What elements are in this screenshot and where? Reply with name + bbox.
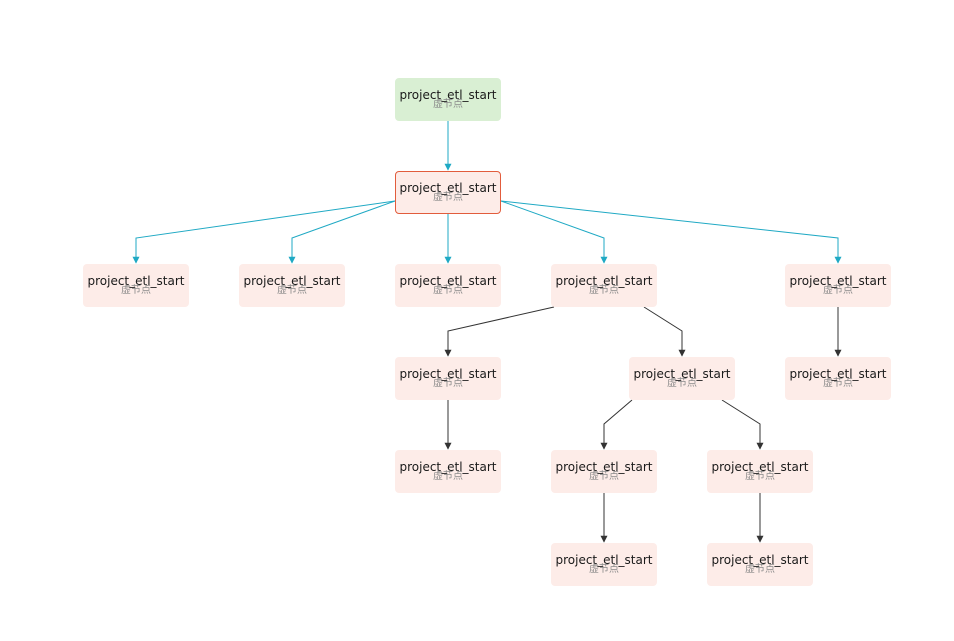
node-subtitle: 虚节点 <box>277 285 307 296</box>
node-title: project_etl_start <box>789 274 887 288</box>
node[interactable]: project_etl_start 虚节点 <box>395 450 501 493</box>
node[interactable]: project_etl_start 虚节点 <box>83 264 189 307</box>
node-title: project_etl_start <box>711 553 809 567</box>
node-title: project_etl_start <box>555 553 653 567</box>
node-title: project_etl_start <box>87 274 185 288</box>
node-subtitle: 虚节点 <box>433 192 463 203</box>
node-root[interactable]: project_etl_start 虚节点 <box>395 78 501 121</box>
node[interactable]: project_etl_start 虚节点 <box>707 543 813 586</box>
node-subtitle: 虚节点 <box>589 564 619 575</box>
node-subtitle: 虚节点 <box>667 378 697 389</box>
node-title: project_etl_start <box>711 460 809 474</box>
node-subtitle: 虚节点 <box>823 378 853 389</box>
node[interactable]: project_etl_start 虚节点 <box>785 264 891 307</box>
node[interactable]: project_etl_start 虚节点 <box>551 450 657 493</box>
node[interactable]: project_etl_start 虚节点 <box>785 357 891 400</box>
edge-n1-n2 <box>132 200 396 264</box>
node-subtitle: 虚节点 <box>121 285 151 296</box>
node-title: project_etl_start <box>555 460 653 474</box>
node-title: project_etl_start <box>243 274 341 288</box>
node-title: project_etl_start <box>399 460 497 474</box>
node[interactable]: project_etl_start 虚节点 <box>707 450 813 493</box>
edge-n8-n12 <box>721 399 764 450</box>
node[interactable]: project_etl_start 虚节点 <box>629 357 735 400</box>
edge-n1-n6 <box>500 200 842 264</box>
node[interactable]: project_etl_start 虚节点 <box>395 357 501 400</box>
node-subtitle: 虚节点 <box>823 285 853 296</box>
node[interactable]: project_etl_start 虚节点 <box>551 264 657 307</box>
node-subtitle: 虚节点 <box>589 285 619 296</box>
node-selected[interactable]: project_etl_start 虚节点 <box>395 171 501 214</box>
node-title: project_etl_start <box>555 274 653 288</box>
node-subtitle: 虚节点 <box>433 471 463 482</box>
node-subtitle: 虚节点 <box>433 285 463 296</box>
node-subtitle: 虚节点 <box>745 471 775 482</box>
node-title: project_etl_start <box>789 367 887 381</box>
edge-n1-n5 <box>500 200 608 264</box>
node[interactable]: project_etl_start 虚节点 <box>239 264 345 307</box>
node-title: project_etl_start <box>633 367 731 381</box>
node-subtitle: 虚节点 <box>433 378 463 389</box>
node-subtitle: 虚节点 <box>745 564 775 575</box>
node-subtitle: 虚节点 <box>589 471 619 482</box>
node[interactable]: project_etl_start 虚节点 <box>395 264 501 307</box>
edge-n8-n11 <box>600 399 633 450</box>
node-title: project_etl_start <box>399 367 497 381</box>
node-title: project_etl_start <box>399 88 497 102</box>
node-subtitle: 虚节点 <box>433 99 463 110</box>
edge-n5-n8 <box>643 306 686 357</box>
node-title: project_etl_start <box>399 181 497 195</box>
edge-n1-n3 <box>288 200 396 264</box>
edge-n5-n7 <box>444 306 555 357</box>
node-title: project_etl_start <box>399 274 497 288</box>
node[interactable]: project_etl_start 虚节点 <box>551 543 657 586</box>
